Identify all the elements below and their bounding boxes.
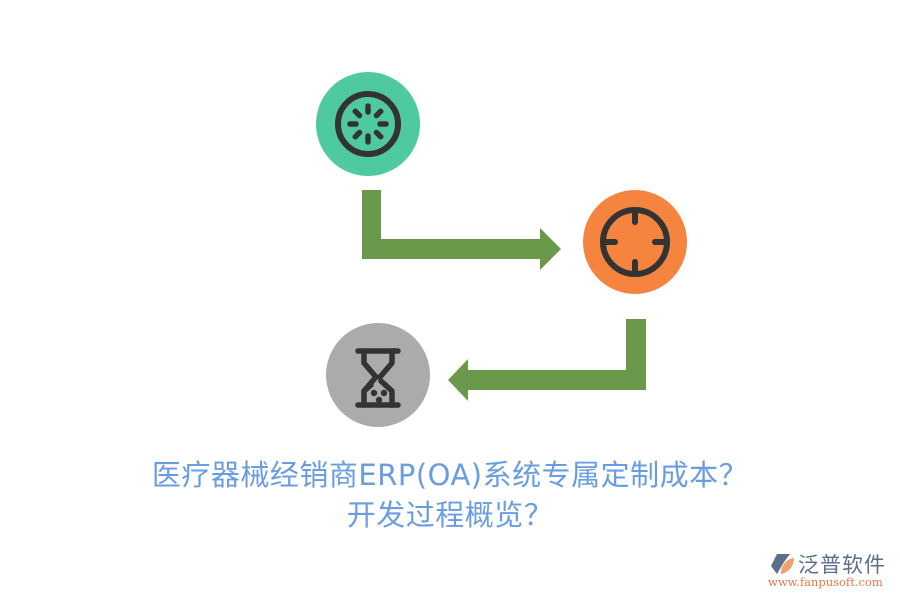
hourglass-icon	[355, 348, 401, 408]
crosshair-target-icon	[600, 207, 670, 277]
title-line-2: 开发过程概览？	[346, 498, 554, 532]
brand-logo: 泛普软件 www.fanpusoft.com	[768, 551, 896, 591]
node-target	[583, 190, 687, 294]
arrow-start-to-target	[362, 190, 561, 270]
title-line-1: 医疗器械经销商ERP(OA)系统专属定制成本？	[151, 458, 749, 492]
page-title: 医疗器械经销商ERP(OA)系统专属定制成本？ 开发过程概览？	[0, 455, 900, 535]
arrow-target-to-timer	[448, 319, 646, 401]
node-timer	[326, 323, 430, 427]
node-start	[316, 72, 420, 176]
logo-brand-name: 泛普软件	[798, 553, 886, 577]
logo-url: www.fanpusoft.com	[768, 575, 883, 589]
fanpu-logo-icon	[771, 554, 794, 574]
loading-spinner-icon	[335, 91, 401, 157]
